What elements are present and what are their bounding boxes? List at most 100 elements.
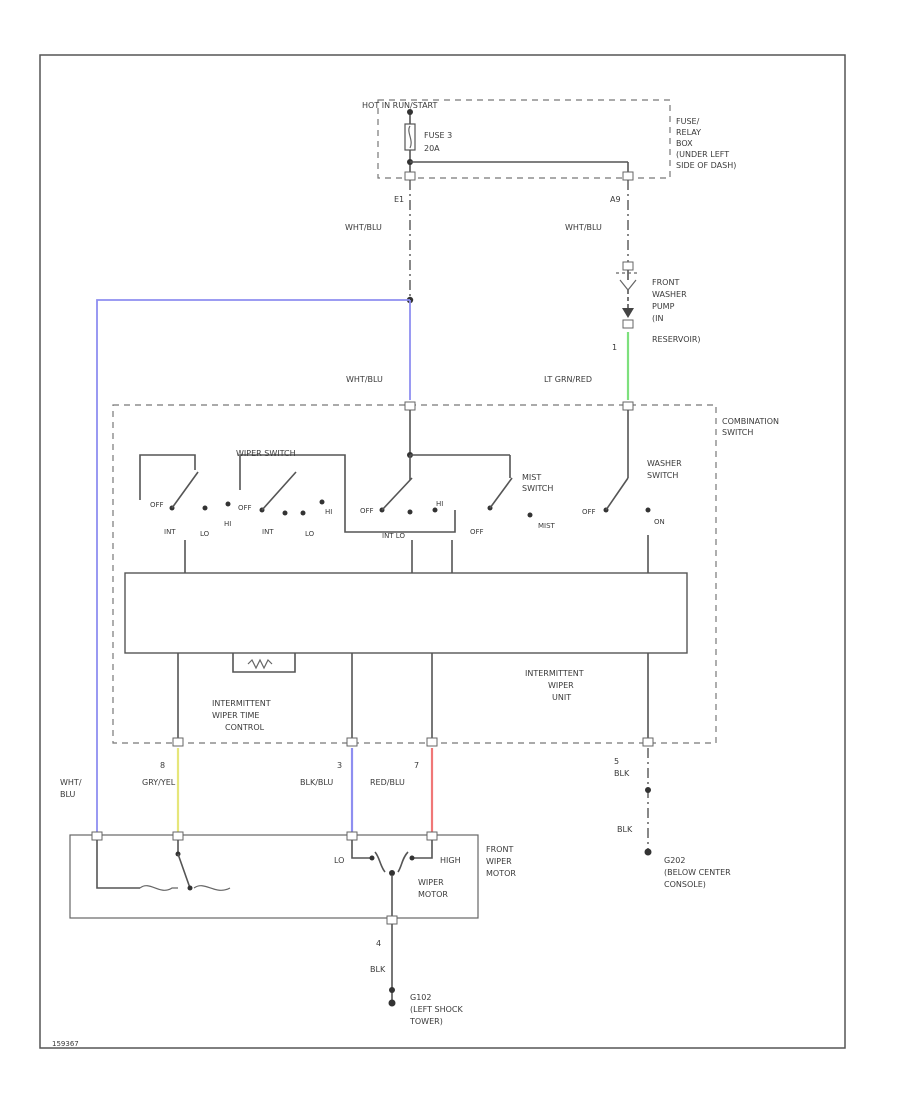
svg-text:FUSE/: FUSE/	[676, 117, 700, 126]
svg-text:INTERMITTENT: INTERMITTENT	[212, 699, 271, 708]
washer-switch	[603, 477, 651, 513]
intermittent-unit-label: INTERMITTENT WIPER UNIT	[525, 669, 584, 702]
red-blu-pin-label: 7	[414, 761, 419, 770]
off-label: OFF	[582, 508, 596, 516]
svg-text:PUMP: PUMP	[652, 302, 675, 311]
fuse-rating: 20A	[424, 144, 440, 153]
svg-text:CONSOLE): CONSOLE)	[664, 880, 706, 889]
washer-pump-label: FRONT WASHER PUMP (IN RESERVOIR)	[652, 278, 701, 344]
on-label: ON	[654, 518, 665, 526]
washer-switch-label: WASHER SWITCH	[647, 459, 682, 480]
mist-label: MIST	[538, 522, 556, 530]
svg-text:SWITCH: SWITCH	[647, 471, 678, 480]
svg-text:WASHER: WASHER	[647, 459, 682, 468]
wiper-motor-box	[69, 834, 479, 919]
svg-text:G102: G102	[410, 993, 431, 1002]
cs-connector-3	[346, 737, 358, 747]
off-label: OFF	[470, 528, 484, 536]
svg-text:RELAY: RELAY	[676, 128, 701, 137]
svg-text:UNIT: UNIT	[552, 693, 571, 702]
footer-code: 159367	[52, 1040, 79, 1048]
svg-text:(LEFT SHOCK: (LEFT SHOCK	[410, 1005, 464, 1014]
off-label: OFF	[238, 504, 252, 512]
pin-a9-label: A9	[610, 195, 621, 204]
cs-connector-5	[642, 737, 654, 747]
wiper-switch-2	[259, 471, 325, 516]
motor-connector-blue2	[346, 831, 358, 841]
pump-connector-bottom	[622, 319, 634, 329]
wiper-switch-label: WIPER SWITCH	[236, 449, 296, 458]
fuse-box-description: FUSE/ RELAY BOX (UNDER LEFT SIDE OF DASH…	[676, 117, 736, 170]
motor-connector-red	[426, 831, 438, 841]
timer-control-label: INTERMITTENT WIPER TIME CONTROL	[212, 699, 271, 732]
lo-label: LO	[305, 530, 315, 538]
svg-text:MOTOR: MOTOR	[486, 869, 516, 878]
svg-text:FRONT: FRONT	[486, 845, 513, 854]
svg-text:(UNDER LEFT: (UNDER LEFT	[676, 150, 729, 159]
svg-text:BOX: BOX	[676, 139, 693, 148]
svg-text:MIST: MIST	[522, 473, 541, 482]
connector-a9	[622, 171, 634, 181]
pump-out-wire-label: LT GRN/RED	[544, 375, 592, 384]
right-blk2-label: BLK	[617, 825, 633, 834]
gry-yel-wire-label: GRY/YEL	[142, 778, 176, 787]
motor-icon	[369, 851, 415, 876]
svg-text:G202: G202	[664, 856, 685, 865]
ground-g202-label: G202 (BELOW CENTER CONSOLE)	[664, 856, 731, 889]
mist-switch	[487, 477, 533, 518]
svg-text:INTERMITTENT: INTERMITTENT	[525, 669, 584, 678]
gry-pin-label: 8	[160, 761, 165, 770]
motor-lo-label: LO	[334, 856, 344, 865]
connector-e1	[404, 171, 416, 181]
motor-pin-label: 4	[376, 939, 381, 948]
int-timer-switch	[169, 471, 231, 511]
hi-label: HI	[325, 508, 332, 516]
svg-text:MOTOR: MOTOR	[418, 890, 448, 899]
pin-e1-label: E1	[394, 195, 404, 204]
svg-text:SIDE OF DASH): SIDE OF DASH)	[676, 161, 736, 170]
int-label: INT	[262, 528, 274, 536]
svg-text:CONTROL: CONTROL	[225, 723, 265, 732]
cs-connector-left	[404, 401, 416, 411]
blk-blu-wire-label: BLK/BLU	[300, 778, 333, 787]
motor-connector-blue	[91, 831, 103, 841]
motor-connector-ground	[386, 915, 398, 925]
svg-text:(IN: (IN	[652, 314, 663, 323]
off-label: OFF	[360, 507, 374, 515]
blk-blu-pin-label: 3	[337, 761, 342, 770]
svg-text:WIPER: WIPER	[486, 857, 512, 866]
svg-text:WIPER: WIPER	[418, 878, 444, 887]
feed-left-wire-label: WHT/BLU	[345, 223, 382, 232]
fuse-label: FUSE 3	[424, 131, 452, 140]
right-pin-label: 5	[614, 757, 619, 766]
hi-label: HI	[224, 520, 231, 528]
side-blue-wire-label: WHT/ BLU	[60, 778, 82, 799]
diagram-frame	[39, 54, 846, 1049]
cs-connector-8	[172, 737, 184, 747]
fuse-relay-box	[377, 99, 671, 179]
off-label: OFF	[150, 501, 164, 509]
svg-text:WIPER: WIPER	[548, 681, 574, 690]
svg-text:WHT/: WHT/	[60, 778, 82, 787]
lo-label: LO	[200, 530, 210, 538]
svg-text:FRONT: FRONT	[652, 278, 679, 287]
motor-high-label: HIGH	[440, 856, 461, 865]
wiper-motor-inner-label: WIPER MOTOR	[418, 878, 448, 899]
intermittent-wiper-unit-block	[124, 572, 688, 654]
mist-switch-label: MIST SWITCH	[522, 473, 553, 493]
combination-switch-label: COMBINATION SWITCH	[722, 417, 779, 437]
svg-text:BLU: BLU	[60, 790, 76, 799]
int-label: INT	[164, 528, 176, 536]
svg-text:(BELOW CENTER: (BELOW CENTER	[664, 868, 731, 877]
blue-wire	[96, 299, 410, 832]
pump-pin-label: 1	[612, 343, 617, 352]
svg-text:WIPER TIME: WIPER TIME	[212, 711, 259, 720]
right-blk-label: BLK	[614, 769, 630, 778]
hi-label: HI	[436, 500, 443, 508]
ground-g202-icon	[644, 848, 652, 856]
red-blu-wire-label: RED/BLU	[370, 778, 405, 787]
int-lo-label: INT LO	[382, 532, 405, 540]
resistor-icon	[232, 653, 296, 673]
svg-text:COMBINATION: COMBINATION	[722, 417, 779, 426]
